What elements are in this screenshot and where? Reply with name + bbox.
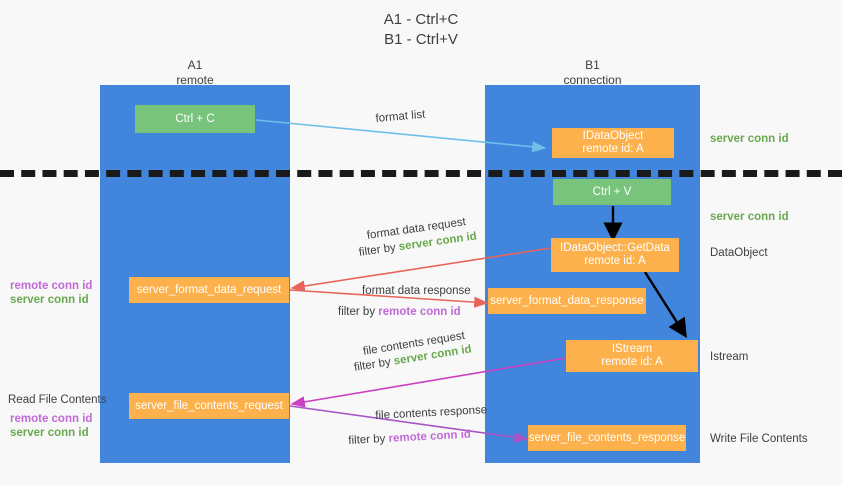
box-server-format-data-request-label: server_format_data_request: [136, 283, 282, 296]
annotation-dataobject: DataObject: [710, 247, 768, 259]
arrow-file-contents-request: [290, 357, 567, 408]
box-istream-line2: remote id: A: [601, 356, 663, 368]
horizontal-divider: [0, 170, 842, 177]
annotation-left-remote-conn-id-1: remote conn id: [10, 280, 93, 292]
annotation-write-file-contents: Write File Contents: [710, 433, 808, 445]
label-format-data-response: format data response: [362, 285, 471, 297]
box-server-format-data-request[interactable]: server_format_data_request: [129, 277, 289, 303]
box-ctrl-c-label: Ctrl + C: [175, 112, 215, 125]
lane-a1-sub: remote: [176, 73, 214, 87]
lane-b1-name: B1: [585, 58, 600, 72]
box-idataobject[interactable]: IDataObject remote id: A: [552, 128, 674, 158]
box-server-format-data-response-label: server_format_data_response: [490, 294, 644, 307]
annotation-read-file-contents: Read File Contents: [8, 394, 107, 406]
lane-header-a1: A1 remote: [100, 58, 290, 88]
box-ctrl-c[interactable]: Ctrl + C: [135, 105, 255, 133]
arrow-format-data-response: [289, 289, 489, 308]
lane-a1-name: A1: [187, 58, 203, 72]
box-getdata-line2: remote id: A: [584, 255, 646, 267]
box-idataobject-getdata[interactable]: IDataObject::GetData remote id: A: [551, 238, 679, 272]
arrow-format-list: [255, 119, 547, 153]
box-ctrl-v-label: Ctrl + V: [592, 185, 632, 198]
box-idataobject-line1: IDataObject: [582, 130, 644, 142]
box-server-file-contents-request[interactable]: server_file_contents_request: [129, 393, 289, 419]
annotation-istream: Istream: [710, 351, 749, 363]
filter-prefix-2: filter by: [338, 306, 376, 318]
box-getdata-line1: IDataObject::GetData: [560, 242, 670, 254]
title-line-2: B1 - Ctrl+V: [384, 31, 458, 48]
annotation-server-conn-id-1: server conn id: [710, 133, 789, 145]
lane-header-b1: B1 connection: [485, 58, 700, 88]
filter-prefix-4: filter by: [348, 433, 386, 447]
diagram-title: A1 - Ctrl+C B1 - Ctrl+V: [0, 10, 842, 50]
box-server-file-contents-response-label: server_file_contents_response: [528, 431, 686, 444]
annotation-server-conn-id-2: server conn id: [710, 211, 789, 223]
box-server-format-data-response[interactable]: server_format_data_response: [488, 288, 646, 314]
arrow-file-contents-response: [289, 405, 529, 443]
box-istream[interactable]: IStream remote id: A: [566, 340, 698, 372]
annotation-left-server-conn-id-2: server conn id: [10, 427, 89, 439]
filter-value-remote-conn-1: remote conn id: [378, 306, 461, 318]
title-line-1: A1 - Ctrl+C: [383, 11, 459, 28]
box-server-file-contents-request-label: server_file_contents_request: [135, 399, 283, 412]
box-server-file-contents-response[interactable]: server_file_contents_response: [528, 425, 686, 451]
box-ctrl-v[interactable]: Ctrl + V: [553, 179, 671, 205]
arrow-getdata-to-istream: [643, 271, 687, 339]
arrow-format-data-request: [290, 247, 552, 292]
box-idataobject-line2: remote id: A: [582, 143, 644, 155]
annotation-left-remote-conn-id-2: remote conn id: [10, 413, 93, 425]
label-format-data-response-filter: filter by remote conn id: [338, 305, 461, 319]
annotation-left-server-conn-id-1: server conn id: [10, 294, 89, 306]
box-istream-line1: IStream: [611, 343, 653, 355]
lane-b1-sub: connection: [563, 73, 622, 87]
